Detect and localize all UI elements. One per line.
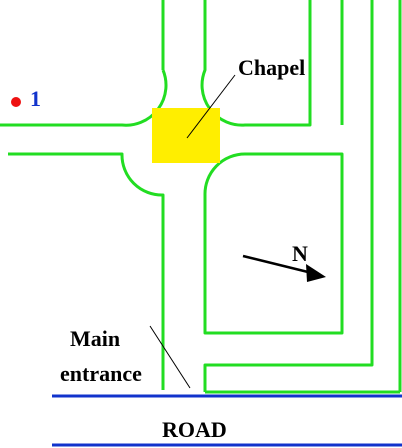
entrance-leader-line [149,325,191,389]
marker-number: 1 [30,86,41,111]
location-marker [11,97,21,107]
main-entrance-label-line2: entrance [60,361,142,386]
chapel-building [152,108,220,163]
road-label: ROAD [162,417,227,442]
path-roundabout-nw [0,69,168,127]
chapel-label: Chapel [238,55,305,80]
main-entrance-label-line1: Main [70,326,120,351]
path-roundabout-sw [8,152,165,390]
north-label: N [292,241,308,266]
path-roundabout-se [203,152,344,335]
path-east-outer-2 [203,0,374,392]
road [52,394,402,447]
north-arrow-head [306,264,326,282]
north-arrow-shaft [242,254,313,275]
footpaths [0,0,402,394]
leader-lines [149,74,236,389]
chapel-leader-line [186,74,236,139]
north-arrow [242,254,326,282]
